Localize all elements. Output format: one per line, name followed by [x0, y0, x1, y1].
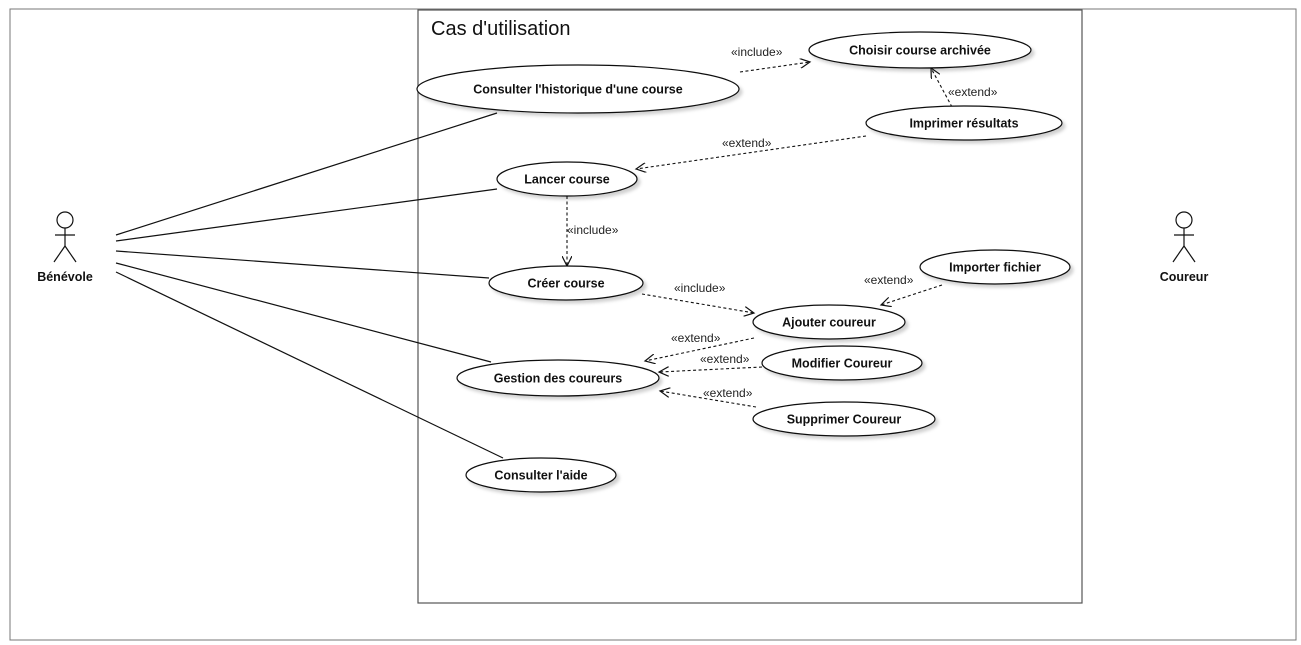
use-case-supprimer-coureur-label: Supprimer Coureur — [787, 413, 902, 427]
use-case-consulter-historique[interactable]: Consulter l'historique d'une course — [416, 64, 740, 114]
use-case-lancer-course-label: Lancer course — [524, 173, 610, 187]
use-case-modifier-coureur-shape — [761, 345, 923, 381]
use-case-consulter-aide[interactable]: Consulter l'aide — [465, 457, 617, 493]
extend-imprimer-choisir-label: «extend» — [948, 85, 998, 99]
use-case-consulter-aide-label: Consulter l'aide — [494, 469, 587, 483]
extend-ajouter-gestion-label: «extend» — [671, 331, 721, 345]
use-case-importer-fichier[interactable]: Importer fichier — [919, 249, 1071, 285]
use-case-creer-course[interactable]: Créer course — [488, 265, 644, 301]
extend-importer-to-ajouter — [881, 284, 943, 305]
association-benevole-consulter-historique — [115, 112, 498, 236]
extend-imprimer-to-choisir — [931, 68, 953, 108]
extend-ajouter-to-gestion — [645, 337, 755, 361]
use-case-ajouter-coureur-label: Ajouter coureur — [782, 316, 876, 330]
use-case-consulter-aide-shape — [465, 457, 617, 493]
system-boundary-title: Cas d'utilisation — [431, 18, 570, 40]
extend-imprimer-lancer-label: «extend» — [722, 136, 772, 150]
actor-benevole-label: Bénévole — [37, 270, 93, 284]
use-case-consulter-historique-label: Consulter l'historique d'une course — [473, 83, 682, 97]
use-case-modifier-coureur-label: Modifier Coureur — [792, 357, 893, 371]
use-case-imprimer-resultats-label: Imprimer résultats — [909, 117, 1018, 131]
use-case-ajouter-coureur[interactable]: Ajouter coureur — [752, 304, 906, 340]
actor-coureur-right-leg — [1183, 245, 1196, 263]
use-case-creer-course-shape — [488, 265, 644, 301]
use-case-imprimer-resultats[interactable]: Imprimer résultats — [865, 105, 1063, 141]
association-benevole-gestion-coureurs — [115, 262, 492, 363]
association-benevole-consulter-aide — [115, 271, 504, 459]
use-case-modifier-coureur[interactable]: Modifier Coureur — [761, 345, 923, 381]
diagram-outer-frame — [9, 8, 1297, 641]
extend-modifier-to-gestion — [659, 366, 763, 372]
use-case-consulter-historique-shape — [416, 64, 740, 114]
use-case-lancer-course-shape — [496, 161, 638, 197]
include-creer-to-ajouter — [641, 293, 754, 313]
use-case-choisir-course-archivee[interactable]: Choisir course archivée — [808, 31, 1032, 69]
use-case-creer-course-label: Créer course — [527, 277, 604, 291]
use-case-ajouter-coureur-shape — [752, 304, 906, 340]
include-historique-label: «include» — [731, 45, 783, 59]
use-case-gestion-coureurs-shape — [456, 359, 660, 397]
actor-coureur[interactable]: Coureur — [1160, 211, 1209, 284]
actor-coureur-label: Coureur — [1160, 270, 1209, 284]
include-creer-ajouter-label: «include» — [674, 281, 726, 295]
extend-importer-ajouter-label: «extend» — [864, 273, 914, 287]
use-case-choisir-course-archivee-label: Choisir course archivée — [849, 44, 991, 58]
actor-coureur-left-leg — [1172, 245, 1185, 263]
actor-coureur-head — [1175, 211, 1193, 229]
use-case-supprimer-coureur[interactable]: Supprimer Coureur — [752, 401, 936, 437]
use-case-lancer-course[interactable]: Lancer course — [496, 161, 638, 197]
extend-imprimer-to-lancer — [636, 135, 867, 169]
system-boundary — [417, 9, 1083, 604]
include-lancer-creer-label: «include» — [567, 223, 619, 237]
actor-benevole-left-leg — [53, 245, 66, 263]
extend-modifier-gestion-label: «extend» — [700, 352, 750, 366]
extend-supprimer-gestion-label: «extend» — [703, 386, 753, 400]
use-case-gestion-coureurs-label: Gestion des coureurs — [494, 372, 623, 386]
use-case-imprimer-resultats-shape — [865, 105, 1063, 141]
association-benevole-creer-course — [115, 250, 490, 279]
use-case-choisir-course-archivee-shape — [808, 31, 1032, 69]
actor-benevole-right-leg — [64, 245, 77, 263]
use-case-importer-fichier-label: Importer fichier — [949, 261, 1041, 275]
actor-benevole[interactable]: Bénévole — [37, 211, 93, 284]
association-benevole-lancer-course — [115, 188, 498, 242]
use-case-gestion-coureurs[interactable]: Gestion des coureurs — [456, 359, 660, 397]
use-case-supprimer-coureur-shape — [752, 401, 936, 437]
include-historique-to-choisir — [739, 62, 810, 73]
use-case-importer-fichier-shape — [919, 249, 1071, 285]
actor-benevole-head — [56, 211, 74, 229]
